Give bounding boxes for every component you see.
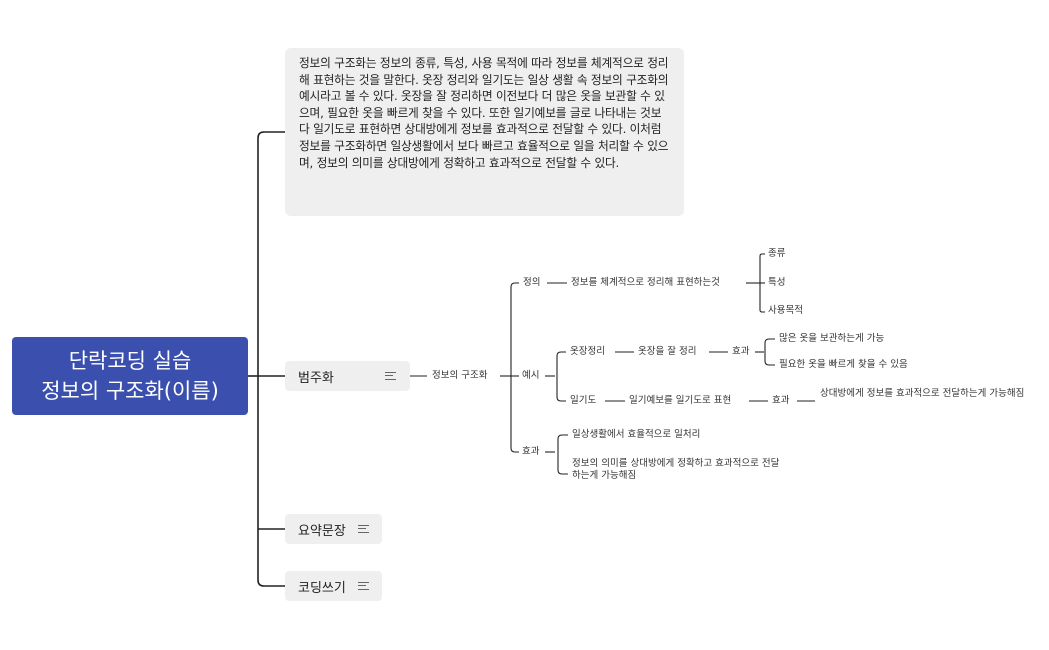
- node-weather-effect[interactable]: 효과: [772, 395, 790, 406]
- topic-coding[interactable]: 코딩쓰기: [285, 571, 382, 601]
- node-weather-map[interactable]: 일기도: [570, 395, 597, 406]
- note-icon: [358, 525, 369, 533]
- node-effect[interactable]: 효과: [522, 446, 540, 457]
- node-definition[interactable]: 정의: [523, 277, 541, 288]
- topic-category[interactable]: 범주화: [285, 361, 410, 391]
- node-criteria-kind[interactable]: 종류: [768, 248, 786, 259]
- node-weather-effect-text[interactable]: 상대방에게 정보를 효과적으로 전달하는게 가능해짐: [820, 388, 1025, 399]
- node-effect-2[interactable]: 정보의 의미를 상대방에게 정확하고 효과적으로 전달하는게 가능해짐: [572, 458, 780, 481]
- topic-summary-sentence[interactable]: 요약문장: [285, 514, 382, 544]
- topic-summary-sentence-label: 요약문장: [298, 523, 346, 539]
- note-icon: [358, 582, 369, 590]
- node-criteria-trait[interactable]: 특성: [768, 277, 786, 288]
- node-closet-effect-1[interactable]: 많은 옷을 보관하는게 가능: [779, 333, 885, 344]
- node-closet-detail[interactable]: 옷장을 잘 정리: [638, 346, 697, 357]
- node-closet[interactable]: 옷장정리: [570, 346, 605, 357]
- summary-note[interactable]: 정보의 구조화는 정보의 종류, 특성, 사용 목적에 따라 정보를 체계적으로…: [285, 48, 684, 216]
- note-icon: [385, 372, 396, 380]
- topic-coding-label: 코딩쓰기: [298, 580, 346, 596]
- root-topic[interactable]: 단락코딩 실습 정보의 구조화(이름): [12, 337, 248, 415]
- node-closet-effect[interactable]: 효과: [732, 346, 750, 357]
- node-weather-detail[interactable]: 일기예보를 일기도로 표현: [629, 395, 732, 406]
- node-criteria-purpose[interactable]: 사용목적: [768, 305, 803, 316]
- topic-category-label: 범주화: [298, 370, 334, 386]
- node-closet-effect-2[interactable]: 필요한 옷을 빠르게 찾을 수 있음: [779, 359, 908, 370]
- node-definition-text[interactable]: 정보를 체계적으로 정리해 표현하는것: [571, 277, 720, 288]
- node-effect-1[interactable]: 일상생활에서 효율적으로 일처리: [572, 429, 701, 440]
- root-title-line2: 정보의 구조화(이름): [41, 379, 219, 403]
- node-center[interactable]: 정보의 구조화: [432, 370, 488, 381]
- node-example[interactable]: 예시: [522, 370, 540, 381]
- summary-text: 정보의 구조화는 정보의 종류, 특성, 사용 목적에 따라 정보를 체계적으로…: [299, 56, 669, 170]
- root-title-line1: 단락코딩 실습: [68, 349, 192, 373]
